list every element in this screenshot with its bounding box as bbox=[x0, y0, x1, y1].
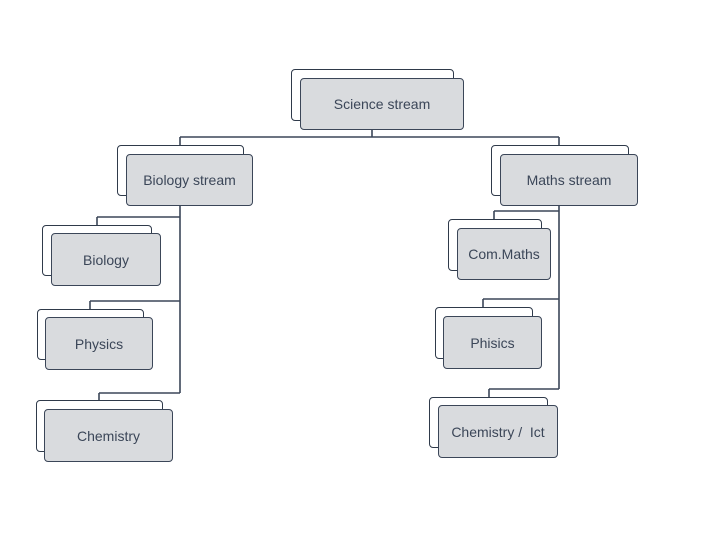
node-label: Com.Maths bbox=[457, 228, 551, 280]
node-label: Chemistry / Ict bbox=[438, 405, 558, 458]
node-chemistry: Chemistry bbox=[36, 400, 173, 462]
node-science-stream: Science stream bbox=[291, 69, 464, 131]
node-label: Science stream bbox=[300, 78, 464, 130]
node-label: Physics bbox=[45, 317, 153, 370]
node-biology: Biology bbox=[42, 225, 161, 286]
node-label: Phisics bbox=[443, 316, 542, 369]
node-biology-stream: Biology stream bbox=[117, 145, 253, 206]
node-physics: Physics bbox=[37, 309, 153, 370]
node-maths-stream: Maths stream bbox=[491, 145, 638, 206]
node-chemistry-ict: Chemistry / Ict bbox=[429, 397, 558, 458]
node-label: Biology bbox=[51, 233, 161, 286]
node-label: Maths stream bbox=[500, 154, 638, 206]
node-com-maths: Com.Maths bbox=[448, 219, 551, 280]
node-phisics: Phisics bbox=[435, 307, 542, 369]
node-label: Biology stream bbox=[126, 154, 253, 206]
node-label: Chemistry bbox=[44, 409, 173, 462]
